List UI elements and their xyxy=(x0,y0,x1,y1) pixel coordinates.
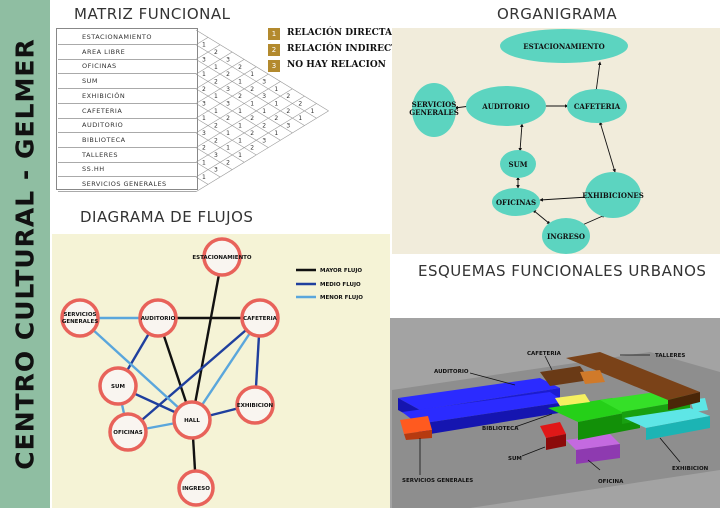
flow-label-ingreso: INGRESO xyxy=(182,486,210,492)
org-node-oficinas xyxy=(492,188,540,216)
matrix-row-label: EXHIBICIÓN xyxy=(58,89,196,104)
flow-node-ingreso xyxy=(177,469,215,507)
block-servicios xyxy=(400,416,432,434)
flow-legend-medium: MEDIO FLUJO xyxy=(320,282,361,288)
flow-legend-major: MAYOR FLUJO xyxy=(320,268,362,274)
organigrama-title: ORGANIGRAMA xyxy=(497,5,618,23)
block-talleres xyxy=(566,352,700,400)
flow-label-cafeteria: CAFETERIA xyxy=(243,316,278,322)
org-node-sum xyxy=(500,150,536,178)
matrix-row-label: AREA LIBRE xyxy=(58,45,196,60)
org-node-servicios xyxy=(412,83,456,137)
label-exhibicion: EXHIBICION xyxy=(672,466,709,472)
esquemas-title: ESQUEMAS FUNCIONALES URBANOS xyxy=(418,262,707,280)
flow-link-estac-hall xyxy=(190,257,224,421)
flow-node-estacionamiento xyxy=(202,237,242,277)
flow-label-hall: HALL xyxy=(184,418,200,424)
block-auditorio-top xyxy=(398,378,560,410)
block-exhibicion xyxy=(624,408,710,428)
block-sum xyxy=(540,422,566,438)
label-oficina: OFICINA xyxy=(598,479,624,485)
flow-link-cafe-oficinas xyxy=(127,317,261,433)
matrix-row-label: SUM xyxy=(58,74,196,90)
org-link-estacionamiento-cafeteria xyxy=(594,61,602,93)
org-label-servicios-2: GENERALES xyxy=(409,108,459,117)
block-cafeteria-yellow xyxy=(555,394,590,406)
org-node-cafeteria xyxy=(567,89,627,123)
legend-indirect-label: RELACIÓN INDIRECTA xyxy=(287,44,405,54)
block-cafeteria xyxy=(540,366,590,386)
org-node-auditorio xyxy=(466,86,546,126)
legend-none-label: NO HAY RELACION xyxy=(287,60,386,70)
org-label-oficinas: OFICINAS xyxy=(496,198,536,207)
organigrama-panel xyxy=(392,28,720,254)
org-node-ingreso xyxy=(542,218,590,254)
flow-node-hall xyxy=(172,400,212,440)
legend-direct-badge: 1 xyxy=(268,28,280,40)
matrix-row-label: BIBLIOTECA xyxy=(58,133,196,148)
flow-label-servicios-1: SERVICIOS xyxy=(64,312,97,318)
label-talleres: TALLERES xyxy=(655,353,685,359)
matrix-row-label: TALLERES xyxy=(58,148,196,163)
matrix-row-label: CAFETERIA xyxy=(58,104,196,119)
flow-label-exhibicion: EXHIBICION xyxy=(237,403,274,409)
legend-none-badge: 3 xyxy=(268,60,280,72)
matrix-title: MATRIZ FUNCIONAL xyxy=(74,5,231,23)
org-label-estacionamiento: ESTACIONAMIENTO xyxy=(523,42,604,51)
matrix-row-label: ESTACIONAMIENTO xyxy=(58,30,196,45)
org-label-auditorio: AUDITORIO xyxy=(481,102,529,111)
flow-label-sum: SUM xyxy=(111,384,125,390)
flow-label-estacionamiento: ESTACIONAMIENTO xyxy=(192,255,252,261)
flow-legend-minor: MENOR FLUJO xyxy=(320,295,363,301)
legend-indirect-badge: 2 xyxy=(268,44,280,56)
org-label-exhibiciones: EXHIBICIONES xyxy=(582,191,644,200)
matrix-row-label: SS.HH xyxy=(58,162,196,178)
flow-node-sum xyxy=(98,366,138,406)
block-oficina xyxy=(566,434,620,450)
label-biblioteca: BIBLIOTECA xyxy=(482,426,519,432)
org-node-estacionamiento xyxy=(500,29,628,63)
org-label-cafeteria: CAFETERIA xyxy=(574,102,621,111)
flujos-title: DIAGRAMA DE FLUJOS xyxy=(80,208,254,226)
org-node-exhibiciones xyxy=(585,172,641,218)
label-servicios: SERVICIOS GENERALES xyxy=(402,478,473,484)
org-link-oficinas-ingreso xyxy=(532,209,551,225)
org-label-sum: SUM xyxy=(509,160,528,169)
org-link-oficinas-exhibiciones xyxy=(539,195,589,202)
flow-link-cafe-hall xyxy=(191,317,261,421)
title-sidebar: CENTRO CULTURAL - GELMER xyxy=(0,0,50,508)
matrix-row-label: SERVICIOS GENERALES xyxy=(58,177,196,192)
flow-label-auditorio: AUDITORIO xyxy=(141,316,176,322)
flow-link-serv-hall xyxy=(79,317,193,421)
org-link-ingreso-exhibiciones xyxy=(579,214,606,227)
flow-node-servicios xyxy=(60,298,100,338)
flow-node-auditorio xyxy=(138,298,178,338)
legend-direct-label: RELACIÓN DIRECTA xyxy=(287,28,392,38)
flow-label-oficinas: OFICINAS xyxy=(113,430,142,436)
matrix-row-label: AUDITORIO xyxy=(58,118,196,134)
flow-node-cafeteria xyxy=(240,298,280,338)
org-label-ingreso: INGRESO xyxy=(547,232,585,241)
org-label-servicios-1: SERVICIOS xyxy=(412,100,457,109)
matrix-row-label: OFICINAS xyxy=(58,59,196,75)
label-sum: SUM xyxy=(508,456,522,462)
flow-label-servicios-2: GENERALES xyxy=(62,319,98,325)
org-link-cafeteria-exhibiciones xyxy=(599,121,616,173)
label-cafeteria: CAFETERIA xyxy=(527,351,562,357)
org-link-auditorio-sum xyxy=(518,123,524,152)
flow-node-exhibicion xyxy=(235,385,275,425)
flow-node-oficinas xyxy=(108,412,148,452)
label-auditorio: AUDITORIO xyxy=(434,369,469,375)
